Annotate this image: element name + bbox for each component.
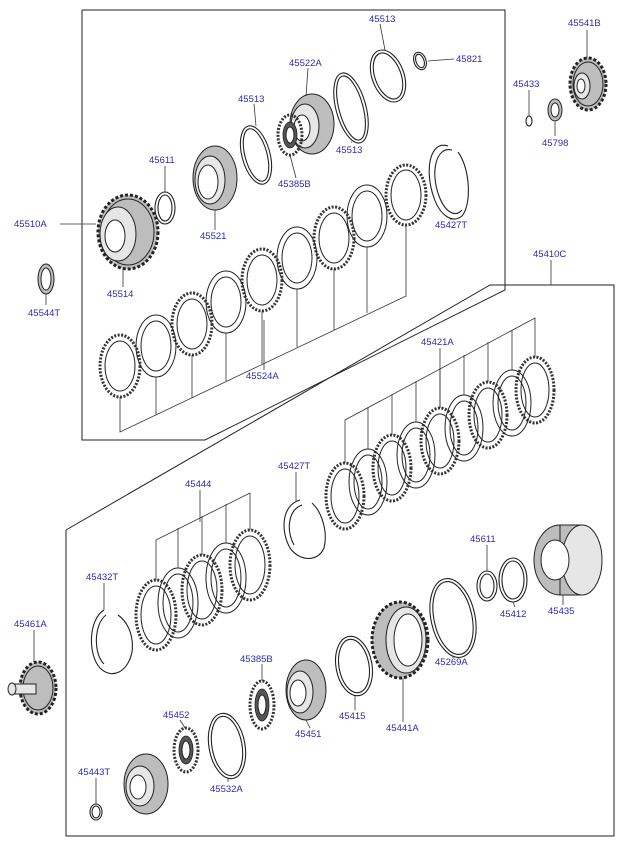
label-45412: 45412 [500, 609, 526, 620]
label-45514: 45514 [107, 289, 133, 300]
label-45452: 45452 [163, 710, 189, 721]
retainer-45521 [192, 145, 238, 211]
label-45541b: 45541B [568, 18, 601, 29]
drum-45514 [96, 193, 160, 271]
carrier-45451 [285, 659, 327, 721]
label-45432t: 45432T [86, 572, 118, 583]
label-45513-left: 45513 [238, 94, 264, 105]
label-45611-upper: 45611 [149, 155, 175, 166]
label-45544t: 45544T [28, 308, 60, 319]
bearing-45385b-lower [248, 679, 276, 731]
ring-45821 [413, 51, 427, 71]
gear-45541b [568, 56, 608, 112]
snap-ring-45427t-upper [428, 144, 469, 220]
carrier-45443t [123, 753, 169, 815]
label-45385b-lower: 45385B [240, 654, 273, 665]
snap-ring-45513-middle [333, 72, 369, 144]
seal-ring-45269a [429, 578, 477, 658]
lower-assembly-frame [65, 284, 615, 837]
snap-ring-45611-upper [154, 191, 176, 225]
drum-45435 [533, 524, 603, 596]
label-45532a: 45532A [210, 784, 243, 795]
label-45510a: 45510A [14, 219, 47, 230]
snap-ring-45427t-lower [283, 499, 326, 560]
label-45521: 45521 [200, 231, 226, 242]
label-45427t-lower: 45427T [278, 461, 310, 472]
clutch-pack-45524a [98, 163, 428, 433]
clutch-pack-45444 [134, 492, 272, 652]
label-45385b-upper: 45385B [278, 179, 311, 190]
leader-lines [33, 23, 588, 804]
ring-45415 [334, 635, 374, 697]
snap-ring-small-bottom [89, 803, 103, 821]
gear-shaft-45461a [7, 660, 58, 716]
label-45611-lower: 45611 [470, 534, 496, 545]
label-45798: 45798 [542, 138, 568, 149]
planetary-45452 [172, 726, 200, 774]
snap-ring-45513-left [239, 125, 273, 185]
ring-45532a [207, 712, 247, 780]
label-45524a: 45524A [246, 371, 279, 382]
ring-45544t [37, 263, 55, 295]
label-45427t-upper: 45427T [435, 220, 467, 231]
ring-gear-45441a [370, 600, 430, 680]
snap-ring-45611-lower [476, 570, 498, 602]
snap-ring-45432t [90, 609, 133, 675]
label-45451: 45451 [295, 729, 321, 740]
label-45441a: 45441A [386, 723, 419, 734]
label-45444: 45444 [185, 479, 211, 490]
upper-assembly-frame [81, 9, 506, 441]
washer-45798 [547, 98, 563, 122]
label-45522a: 45522A [289, 58, 322, 69]
label-45821: 45821 [456, 54, 482, 65]
label-45410c: 45410C [533, 249, 566, 260]
label-45433: 45433 [513, 79, 539, 90]
label-45513-top: 45513 [369, 14, 395, 25]
label-45461a: 45461A [14, 619, 47, 630]
snap-ring-45513-top [369, 49, 407, 103]
label-45415: 45415 [339, 711, 365, 722]
piston-45522a [289, 93, 335, 155]
label-45513-middle: 45513 [336, 145, 362, 156]
ring-45412 [498, 557, 528, 603]
ring-45433 [525, 115, 533, 127]
part-labels: 45513 45821 45541B 45522A 45433 45513 45… [14, 14, 601, 795]
label-45269a: 45269A [435, 657, 468, 668]
label-45435: 45435 [548, 606, 574, 617]
label-45421a: 45421A [421, 337, 454, 348]
label-45443t: 45443T [78, 767, 110, 778]
